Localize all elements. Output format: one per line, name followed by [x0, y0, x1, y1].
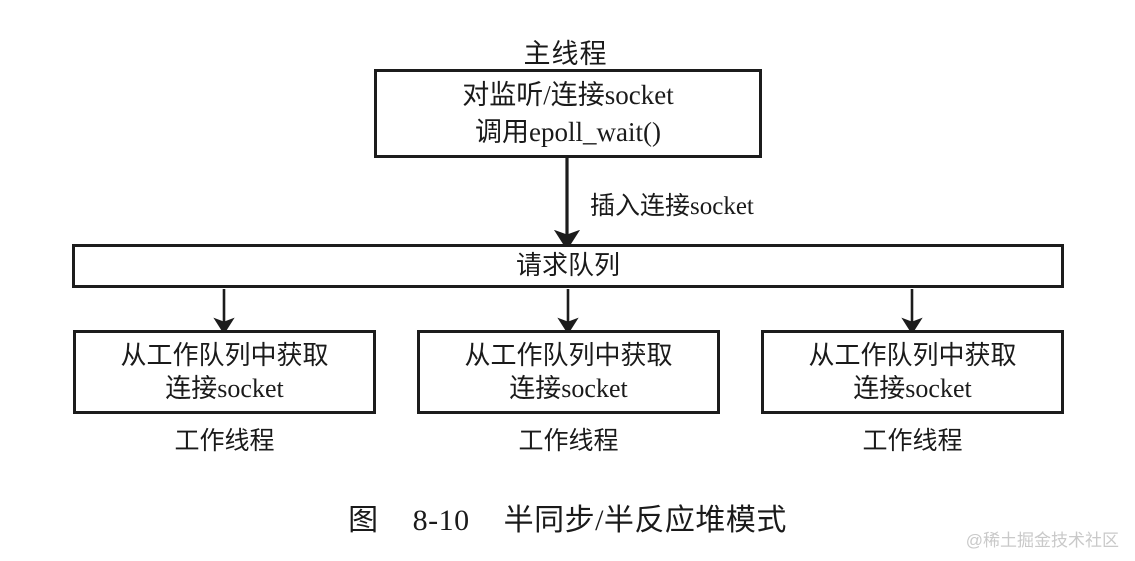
insert-socket-arrow-label: 插入连接socket — [590, 193, 754, 220]
worker-box-2-line-1: 从工作队列中获取 — [464, 340, 673, 370]
figure-caption-prefix: 图 — [348, 504, 379, 537]
watermark: @稀土掘金技术社区 — [965, 531, 1119, 550]
main-thread-label-text: 主线程 — [523, 39, 608, 69]
worker-box-3-line-1: 从工作队列中获取 — [808, 340, 1017, 370]
main-thread-box: 对监听/连接socket 调用epoll_wait() — [374, 69, 762, 158]
main-thread-box-line-2: 调用epoll_wait() — [475, 116, 661, 147]
request-queue-box: 请求队列 — [72, 244, 1064, 288]
worker-thread-box-2: 从工作队列中获取 连接socket — [417, 330, 720, 414]
worker-box-1-line-1: 从工作队列中获取 — [120, 340, 329, 370]
worker-box-2-line-2: 连接socket — [509, 374, 628, 403]
figure-caption-title: 半同步/半反应堆模式 — [503, 504, 787, 537]
worker-thread-box-3: 从工作队列中获取 连接socket — [761, 330, 1064, 414]
worker-box-3-line-2: 连接socket — [853, 374, 972, 403]
figure-caption: 图 8-10 半同步/半反应堆模式 — [0, 495, 1135, 539]
main-thread-box-line-1: 对监听/连接socket — [462, 79, 674, 110]
worker-thread-caption-3: 工作线程 — [862, 428, 963, 455]
request-queue-label: 请求队列 — [515, 251, 620, 281]
main-thread-label: 主线程 — [0, 32, 1135, 71]
worker-box-1-line-2: 连接socket — [165, 374, 284, 403]
figure-caption-number: 8-10 — [412, 504, 470, 537]
worker-thread-box-1: 从工作队列中获取 连接socket — [73, 330, 376, 414]
worker-thread-caption-2: 工作线程 — [518, 428, 619, 455]
worker-thread-caption-1: 工作线程 — [174, 428, 275, 455]
